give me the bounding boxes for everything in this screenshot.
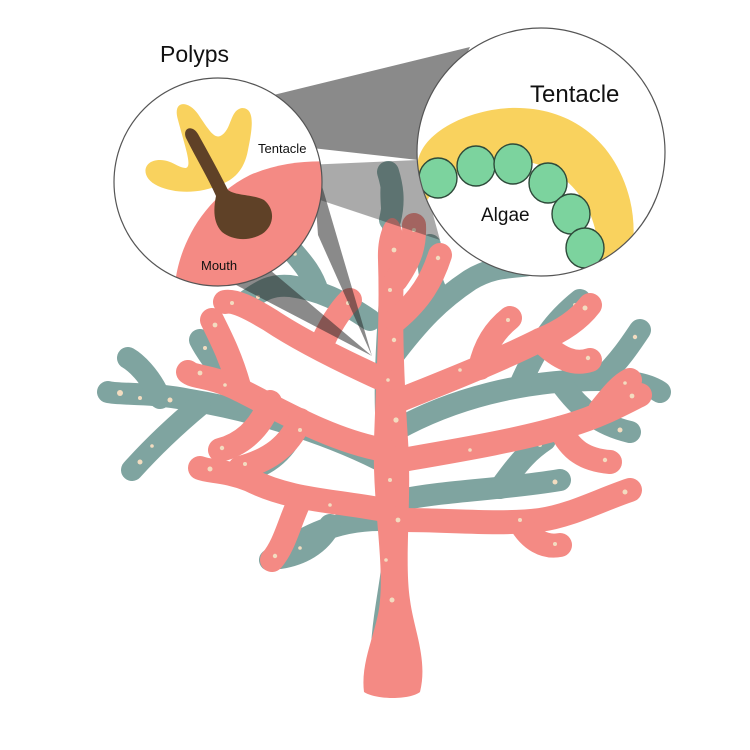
algae-cells <box>418 143 605 269</box>
tentacle-magnifier: Tentacle Algae <box>416 27 666 277</box>
front-coral-spots <box>197 228 635 603</box>
algae-label: Algae <box>481 205 530 226</box>
polyp-body <box>185 128 273 240</box>
tentacle-label-large: Tentacle <box>530 81 619 108</box>
tentacle-label-small: Tentacle <box>258 141 306 156</box>
front-coral <box>176 213 652 698</box>
polyps-title: Polyps <box>160 41 229 67</box>
zoom-cone-small-2 <box>312 152 372 356</box>
mouth-label: Mouth <box>201 258 237 273</box>
zoom-cone-big-2 <box>305 160 440 240</box>
